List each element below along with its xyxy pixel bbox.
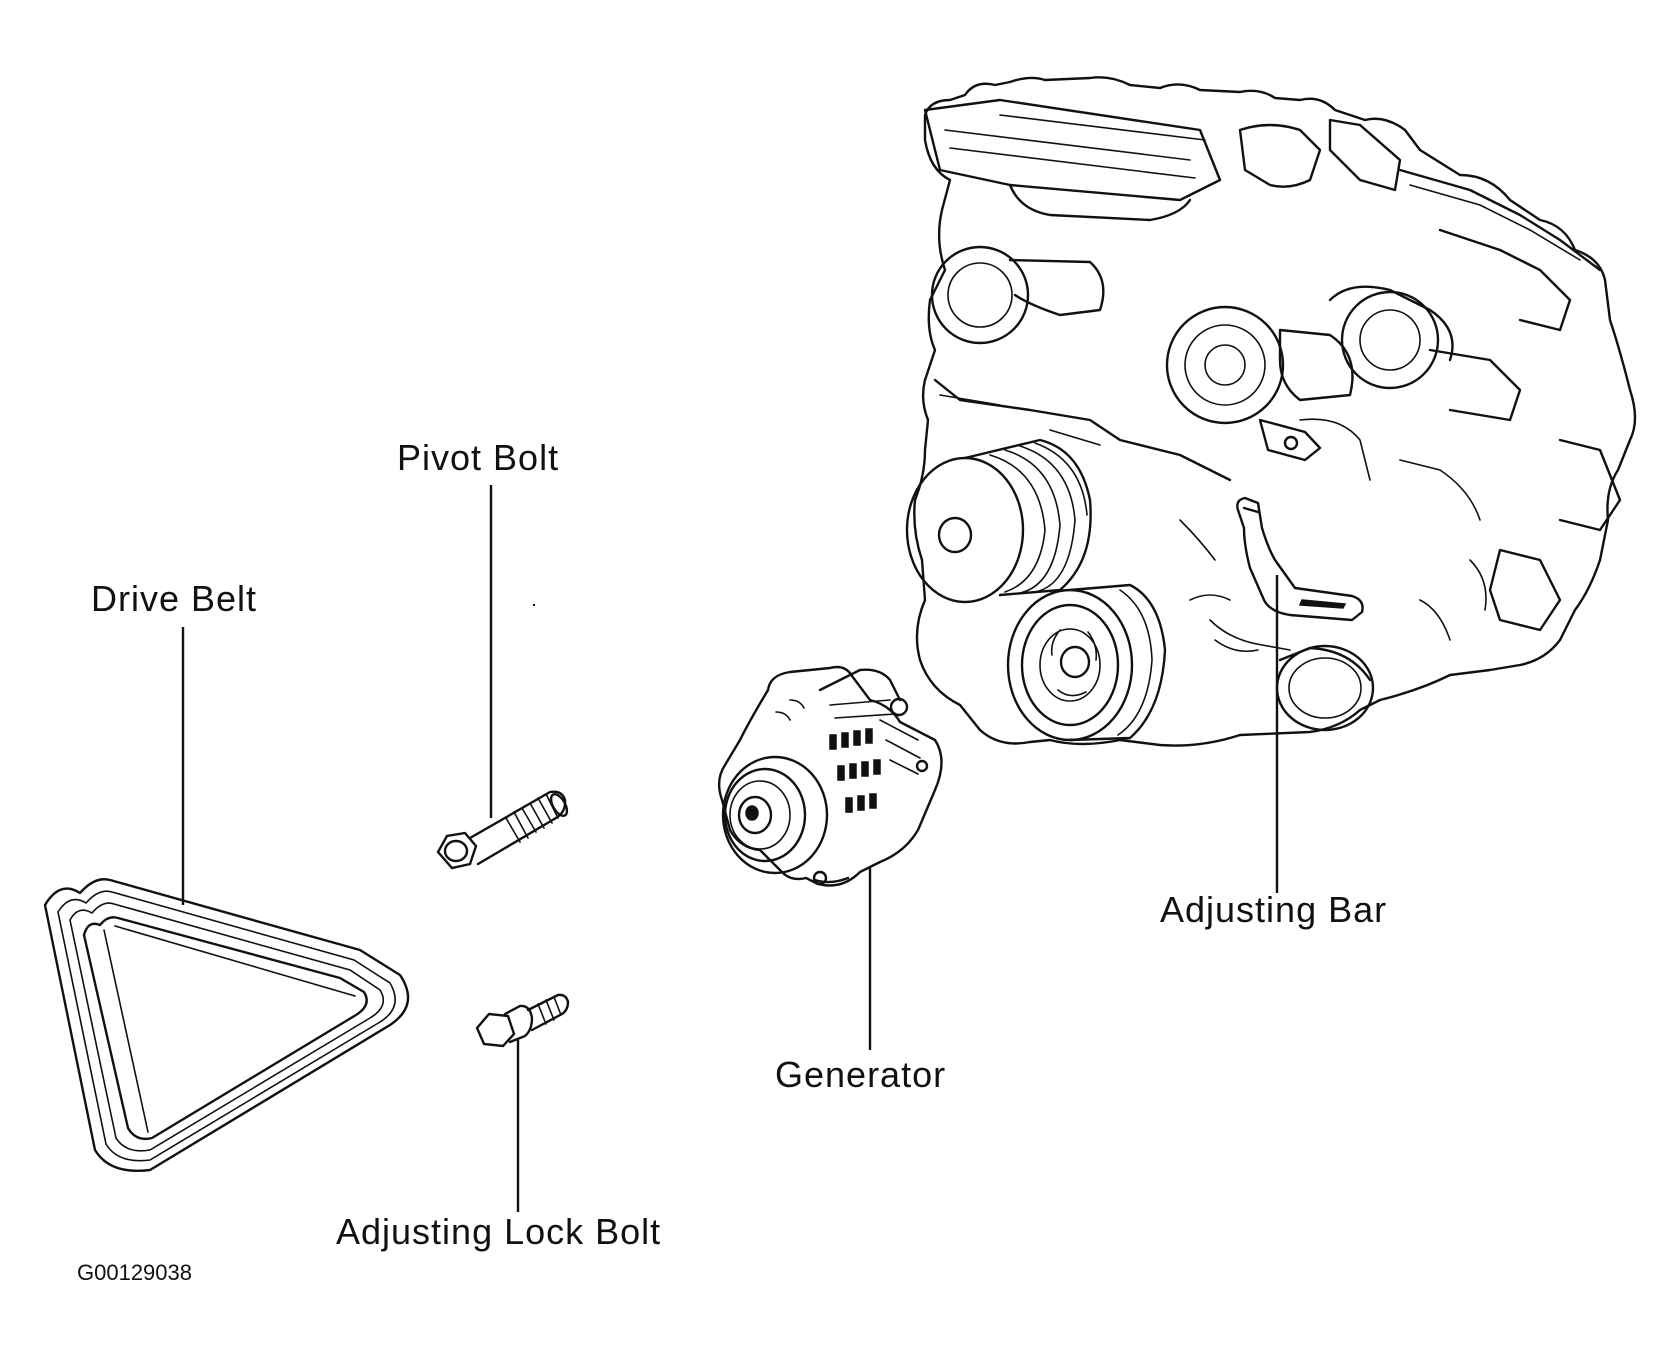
adjusting-lock-bolt-label: Adjusting Lock Bolt: [336, 1211, 662, 1252]
drive-belt-label: Drive Belt: [91, 578, 258, 619]
pivot-bolt-label: Pivot Bolt: [397, 437, 560, 478]
adjusting-bar-label: Adjusting Bar: [1160, 889, 1388, 930]
engine-illustration: [905, 76, 1637, 747]
adjusting-lock-bolt-illustration: [475, 993, 570, 1048]
figure-code: G00129038: [77, 1260, 192, 1285]
generator-label: Generator: [775, 1054, 947, 1095]
pivot-bolt-illustration: [436, 790, 569, 870]
drive-belt-illustration: [43, 878, 410, 1172]
generator-illustration: [717, 665, 943, 887]
speck-mark: [532, 603, 536, 607]
